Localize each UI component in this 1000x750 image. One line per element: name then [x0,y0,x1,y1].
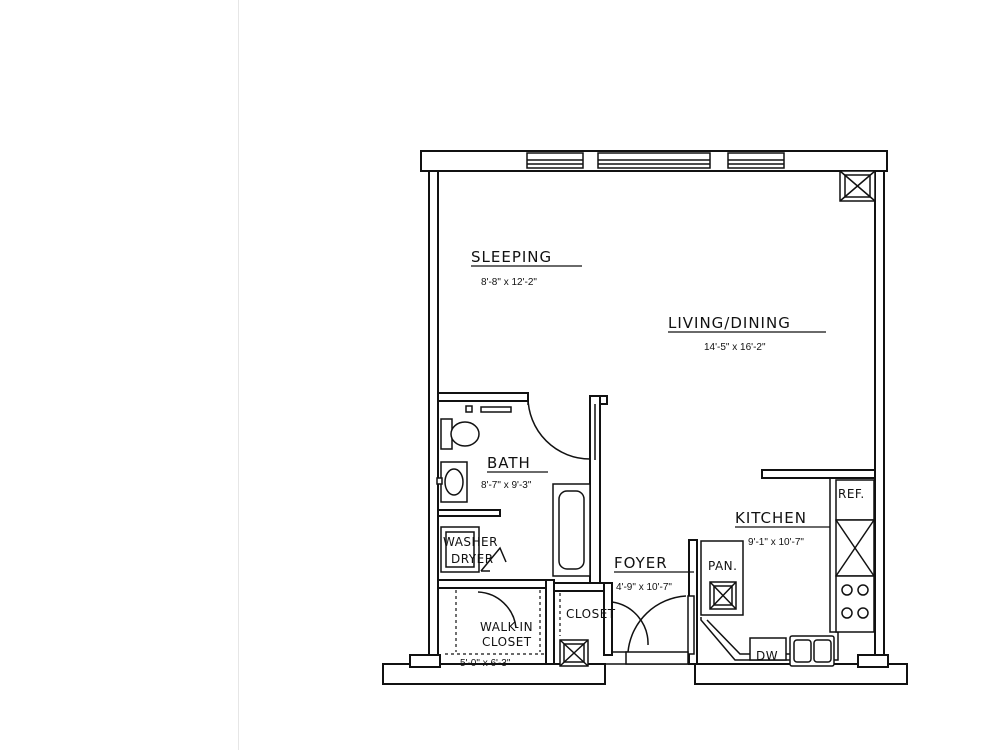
towel-bar [480,406,512,413]
walkin-closet-shelves [445,590,545,655]
interior-walls [437,392,876,665]
kitchen-fixtures [700,478,875,667]
closet-label: CLOSET [566,607,616,621]
kitchen-dims: 9'-1" x 10'-7" [748,537,804,548]
sleeping-dims: 8'-8" x 12'-2" [481,277,537,288]
foyer-dims: 4'-9" x 10'-7" [616,582,672,593]
bath-fixtures [436,396,591,577]
top-wall [420,150,888,172]
counter [700,478,839,661]
walkin-door-swing [477,591,517,629]
room-labels: SLEEPING 8'-8" x 12'-2" LIVING/DINING 14… [443,248,865,669]
scan-edge-line [238,0,239,750]
bathtub [552,483,591,577]
pantry-unit [700,540,744,616]
sleeping-label: SLEEPING [471,248,552,266]
walkin-label-1: WALK-IN [480,620,533,634]
bath-label: BATH [487,454,531,472]
chase-box [839,170,876,202]
dishwasher-label: DW [756,649,778,663]
dishwasher [749,637,787,661]
refrigerator [835,479,875,577]
foyer-label: FOYER [614,554,668,572]
pantry-label: PAN. [708,559,737,573]
living-dims: 14'-5" x 16'-2" [704,342,766,353]
entry-door [612,595,695,665]
toilet [440,418,480,450]
sink [436,461,468,503]
dryer-label: DRYER [451,552,494,566]
washer-label: WASHER [443,535,498,549]
kitchen-label: KITCHEN [735,509,807,527]
living-label: LIVING/DINING [668,314,791,332]
range-cooktop [835,575,875,633]
kitchen-sink [789,635,835,667]
bath-dims: 8'-7" x 9'-3" [481,480,532,491]
closet-door-swing [611,601,649,646]
washer-dryer-unit [440,526,507,573]
closet-fixtures [559,593,649,667]
refrigerator-label: REF. [838,487,865,501]
bath-door-swing [527,396,591,460]
walkin-label-2: CLOSET [482,635,532,649]
walkin-dims: 5'-0" x 6'-3" [460,658,511,669]
entry-door-swing [627,595,687,653]
